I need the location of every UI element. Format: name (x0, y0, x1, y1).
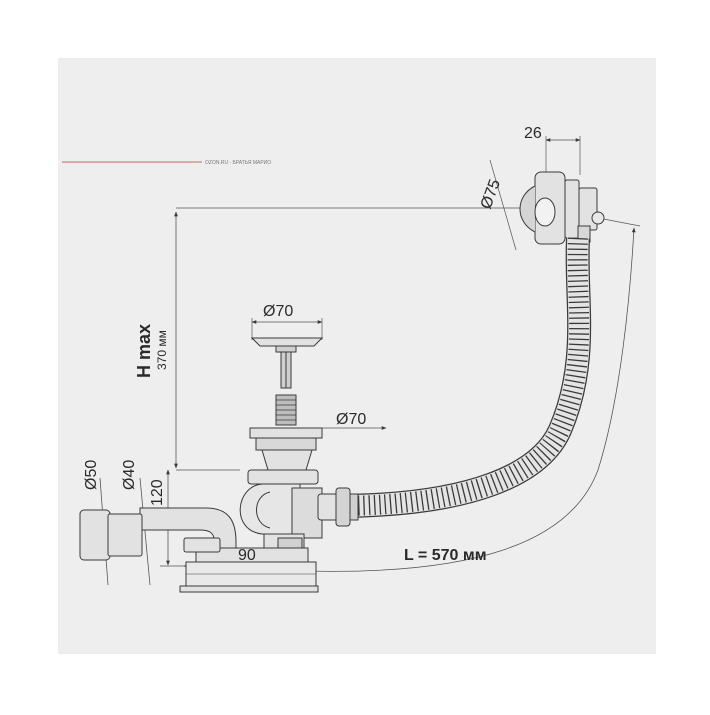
length-label: L = 570 мм (404, 547, 487, 564)
dimension-lines (99, 136, 641, 586)
body-diameter-label: Ø70 (336, 411, 366, 428)
drawing-panel (58, 58, 656, 654)
h-max-value: 370 мм (155, 330, 169, 370)
outlet-inner-diameter-label: Ø40 (121, 460, 138, 490)
click-clack-plug (250, 337, 324, 426)
corrugated-hose (339, 237, 592, 518)
plug-diameter-label: Ø70 (263, 303, 293, 320)
h-max-title: H max (134, 324, 154, 378)
overflow-head (519, 171, 605, 245)
base-width-label: 90 (238, 547, 256, 564)
outlet-elbow (79, 507, 237, 561)
outlet-outer-diameter-label: Ø50 (83, 460, 100, 490)
watermark-text: OZON.RU · БРАТЬЯ МАРИО (205, 160, 271, 166)
drain-body (239, 427, 359, 539)
overflow-width-label: 26 (524, 125, 542, 142)
lower-trap (179, 533, 319, 593)
outlet-height-label: 120 (149, 479, 166, 506)
